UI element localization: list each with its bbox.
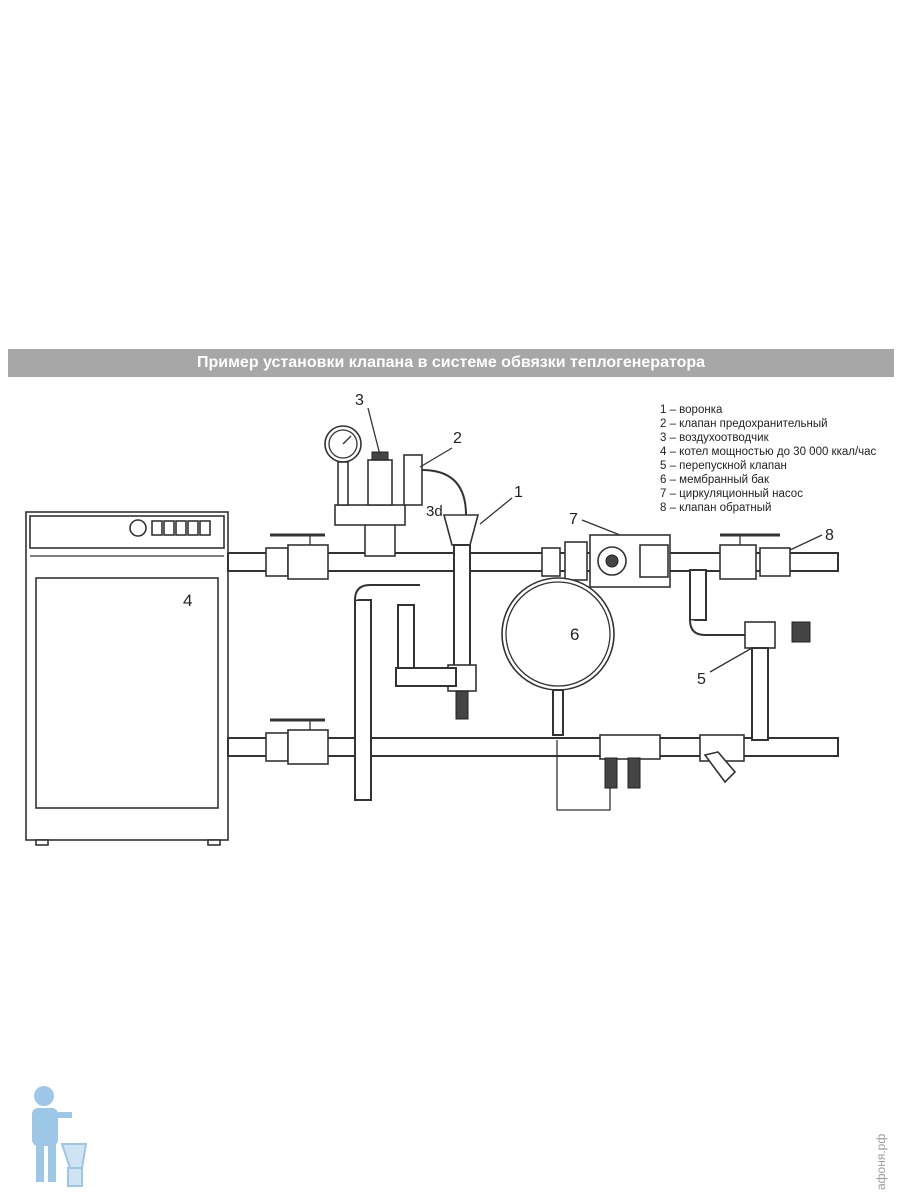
- ball-valve-return: [265, 718, 329, 765]
- safety-group: [324, 425, 467, 557]
- funnel-1: [442, 514, 480, 720]
- legend-item: 8 – клапан обратный: [660, 502, 771, 514]
- bypass-valve-5: [689, 569, 811, 741]
- legend-item: 2 – клапан предохранительный: [660, 418, 828, 430]
- legend-item: 5 – перепускной клапан: [660, 460, 787, 472]
- strainer: [699, 734, 745, 784]
- legend-item: 1 – воронка: [660, 404, 723, 416]
- callout-1: 1: [514, 484, 523, 501]
- ball-valve-supply: [265, 533, 329, 580]
- check-valve-8: [719, 533, 791, 580]
- legend-item: 3 – воздухоотводчик: [660, 432, 770, 444]
- legend-item: 7 – циркуляционный насос: [660, 488, 803, 500]
- legend-item: 6 – мембранный бак: [660, 474, 770, 486]
- bypass-riser: [354, 584, 457, 801]
- circulation-pump-7: [541, 534, 671, 588]
- supply-pipe: [227, 552, 839, 572]
- diagram-title: Пример установки клапана в системе обвяз…: [8, 349, 894, 377]
- return-pipe: [227, 737, 839, 757]
- callout-8: 8: [825, 527, 834, 544]
- callout-4: 4: [183, 591, 192, 610]
- legend-item: 4 – котел мощностью до 30 000 ккал/час: [660, 446, 877, 458]
- callout-3: 3: [355, 392, 364, 409]
- callout-2: 2: [453, 430, 462, 447]
- mascot-logo: [32, 1086, 88, 1187]
- callout-3d: 3d: [426, 503, 443, 520]
- callout-7: 7: [569, 511, 578, 528]
- membrane-tank-6: [501, 577, 661, 811]
- callout-6: 6: [570, 625, 579, 644]
- callout-5: 5: [697, 671, 706, 688]
- watermark: афоня.рф: [874, 1133, 888, 1190]
- boiler-4: [25, 511, 229, 846]
- legend: 1 – воронка 2 – клапан предохранительный…: [660, 404, 877, 514]
